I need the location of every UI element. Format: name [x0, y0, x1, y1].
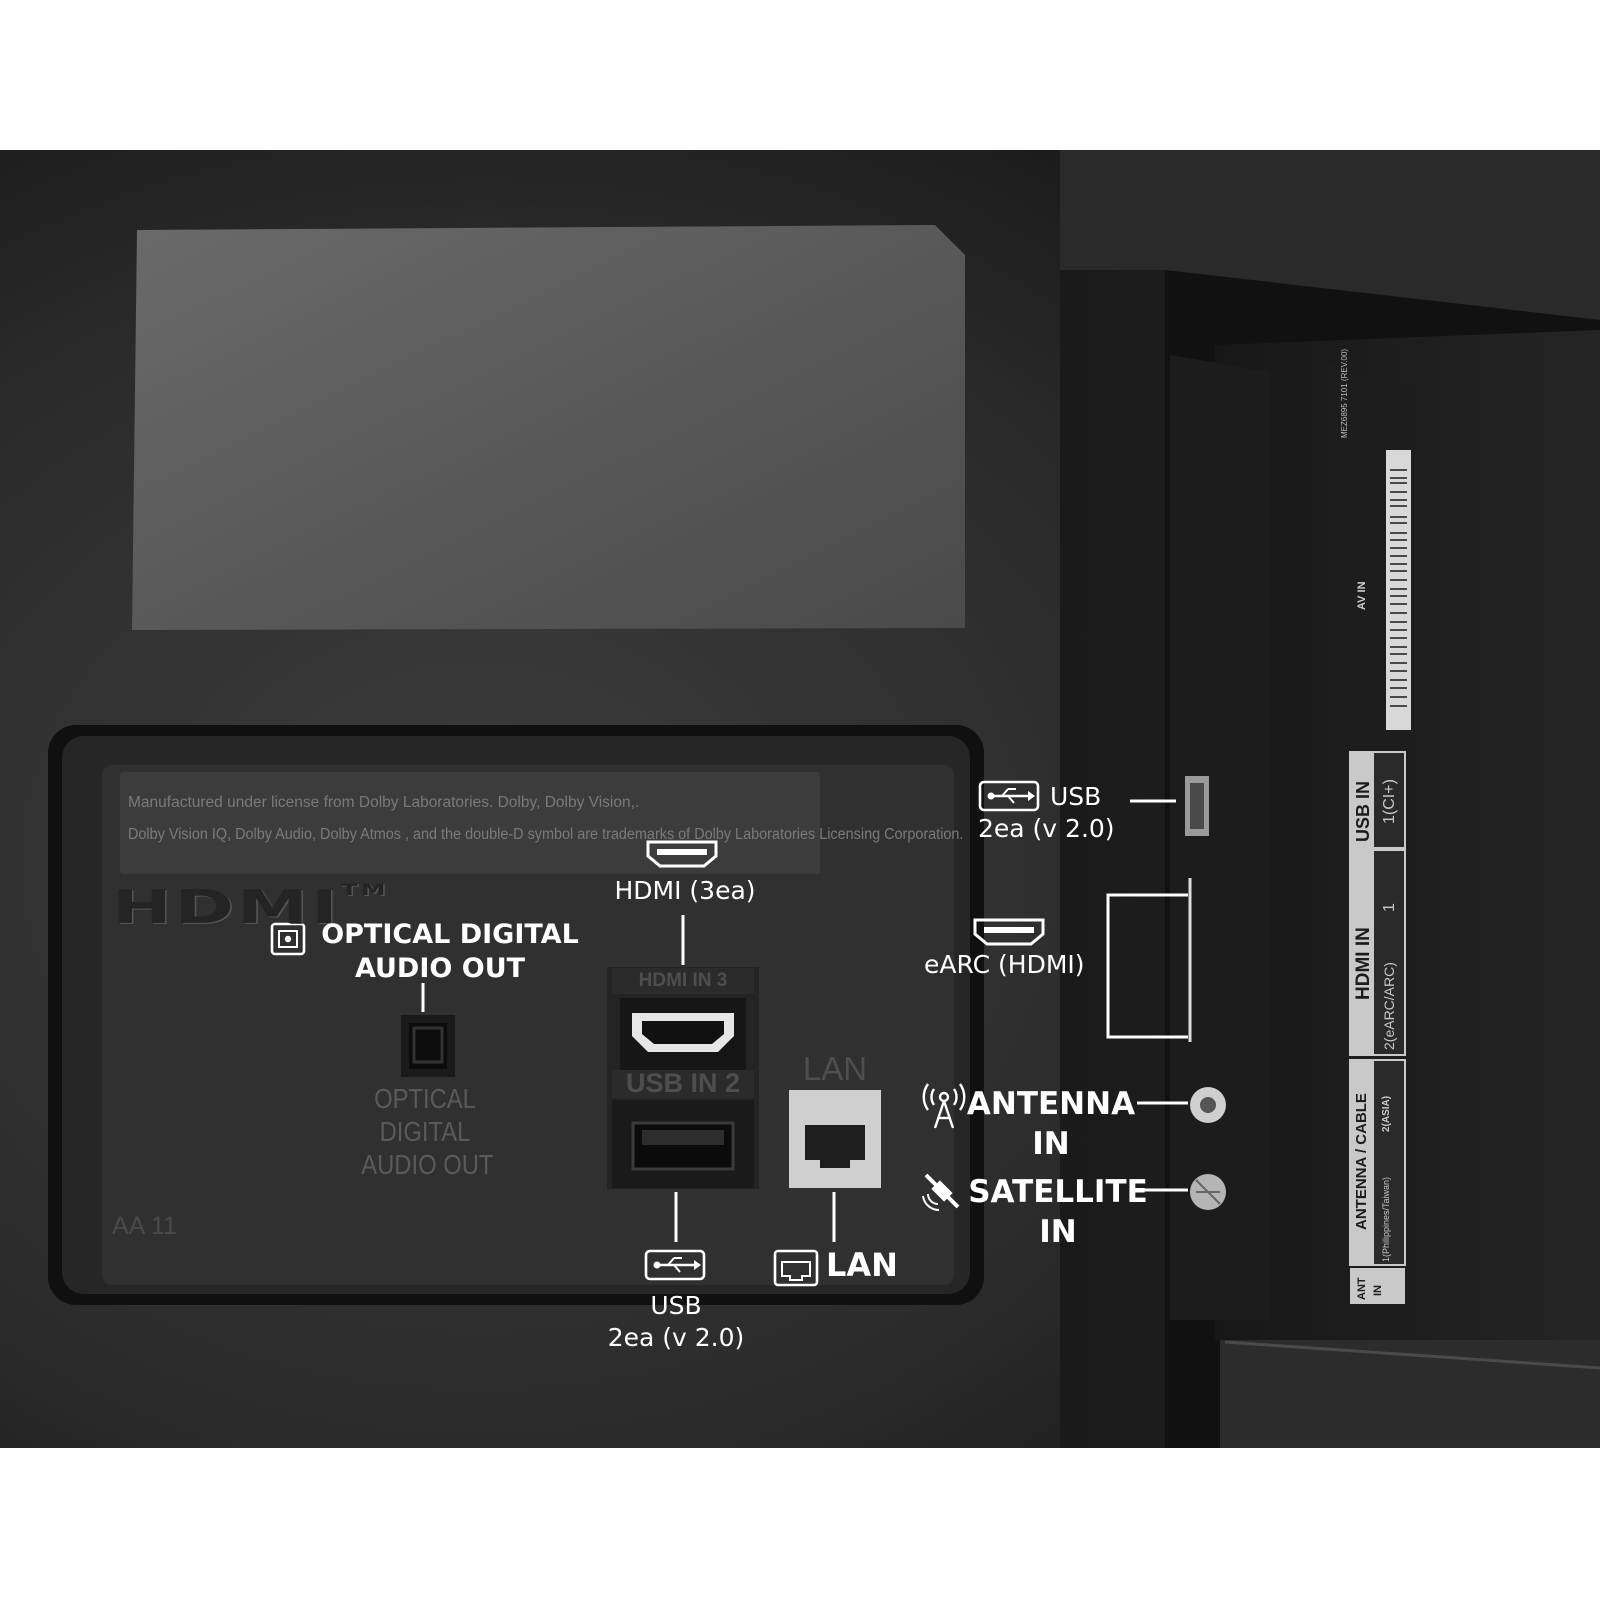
usb-icon [978, 780, 1040, 812]
lan-engraving: LAN [802, 1050, 868, 1087]
sticker-antenna-port-1: 1(Philippines/Taiwan) [1381, 1176, 1391, 1262]
hdmi-top-callout: HDMI (3ea) [614, 876, 756, 905]
optical-engraving-line3: AUDIO OUT [361, 1149, 494, 1180]
usb-bottom-callout: USB 2ea (v 2.0) [586, 1290, 766, 1354]
optical-callout: OPTICAL DIGITAL AUDIO OUT [300, 918, 580, 986]
barcode [1390, 469, 1407, 707]
lan-callout: LAN [826, 1246, 898, 1284]
sticker-hdmi-port-1: 1 [1381, 903, 1398, 912]
satellite-callout-line2: IN [1039, 1214, 1077, 1250]
optical-callout-line2: AUDIO OUT [354, 953, 526, 984]
sticker-hdmi-port-2: 2(eARC/ARC) [1381, 962, 1397, 1050]
blank-label-plate [132, 225, 965, 630]
earc-callout: eARC (HDMI) [924, 950, 1085, 979]
usb-side-callout-line1: USB [1050, 782, 1102, 811]
usb-bottom-callout-line2: 2ea (v 2.0) [607, 1323, 745, 1352]
model-code-engraving: AA 11 [112, 1212, 177, 1240]
antenna-icon [922, 1083, 966, 1129]
antenna-callout: ANTENNA IN [960, 1084, 1142, 1164]
antenna-callout-line2: IN [1032, 1126, 1070, 1162]
optical-engraving: OPTICAL DIGITAL AUDIO OUT [361, 1082, 494, 1181]
ethernet-icon [773, 1249, 819, 1287]
optical-port-icon [270, 922, 306, 956]
satellite-icon [922, 1173, 960, 1212]
barcode-area [1386, 450, 1411, 730]
satellite-callout-line1: SATELLITE [968, 1174, 1148, 1210]
sticker-antenna-port-2: 2(ASIA) [1381, 1095, 1392, 1132]
dolby-notice-plate [120, 772, 820, 874]
housing-bottom [1220, 1340, 1600, 1448]
sticker-ant-in-line1: ANT [1356, 1277, 1368, 1300]
dolby-notice-line1: Manufactured under license from Dolby La… [128, 794, 640, 811]
side-connector-block [1170, 355, 1270, 1320]
sticker-usb-in-port: 1(CI+) [1381, 779, 1398, 824]
housing-top [1060, 150, 1600, 320]
usb-side-callout-line2: 2ea (v 2.0) [978, 814, 1115, 843]
hdmi-logo: HDMITM [112, 880, 389, 934]
leader-lines [421, 799, 1188, 1242]
usb-bottom-callout-line1: USB [650, 1291, 702, 1320]
sticker-hdmi-in: HDMI IN [1353, 927, 1374, 1000]
av-in-label: AV IN [1356, 581, 1368, 610]
sticker-ant-in-line2: IN [1372, 1285, 1384, 1296]
optical-callout-line1: OPTICAL DIGITAL [321, 919, 579, 950]
sticker-usb-in: USB IN [1353, 780, 1373, 842]
optical-engraving-line2: DIGITAL [379, 1116, 471, 1147]
dolby-notice-line2: Dolby Vision IQ, Dolby Audio, Dolby Atmo… [128, 826, 964, 843]
hdmi-icon [646, 840, 718, 868]
usb-icon [644, 1249, 706, 1281]
hdmi-in-3-engraving: HDMI IN 3 [638, 970, 728, 991]
hdmi-icon [973, 918, 1045, 946]
part-number: MEZ6895 7101 (REV.00) [1340, 348, 1349, 438]
usb-in-2-engraving: USB IN 2 [625, 1068, 741, 1098]
antenna-callout-line1: ANTENNA [966, 1086, 1136, 1122]
optical-engraving-line1: OPTICAL [374, 1083, 476, 1114]
sticker-antenna-cable: ANTENNA / CABLE [1353, 1093, 1370, 1230]
satellite-callout: SATELLITE IN [966, 1172, 1150, 1252]
